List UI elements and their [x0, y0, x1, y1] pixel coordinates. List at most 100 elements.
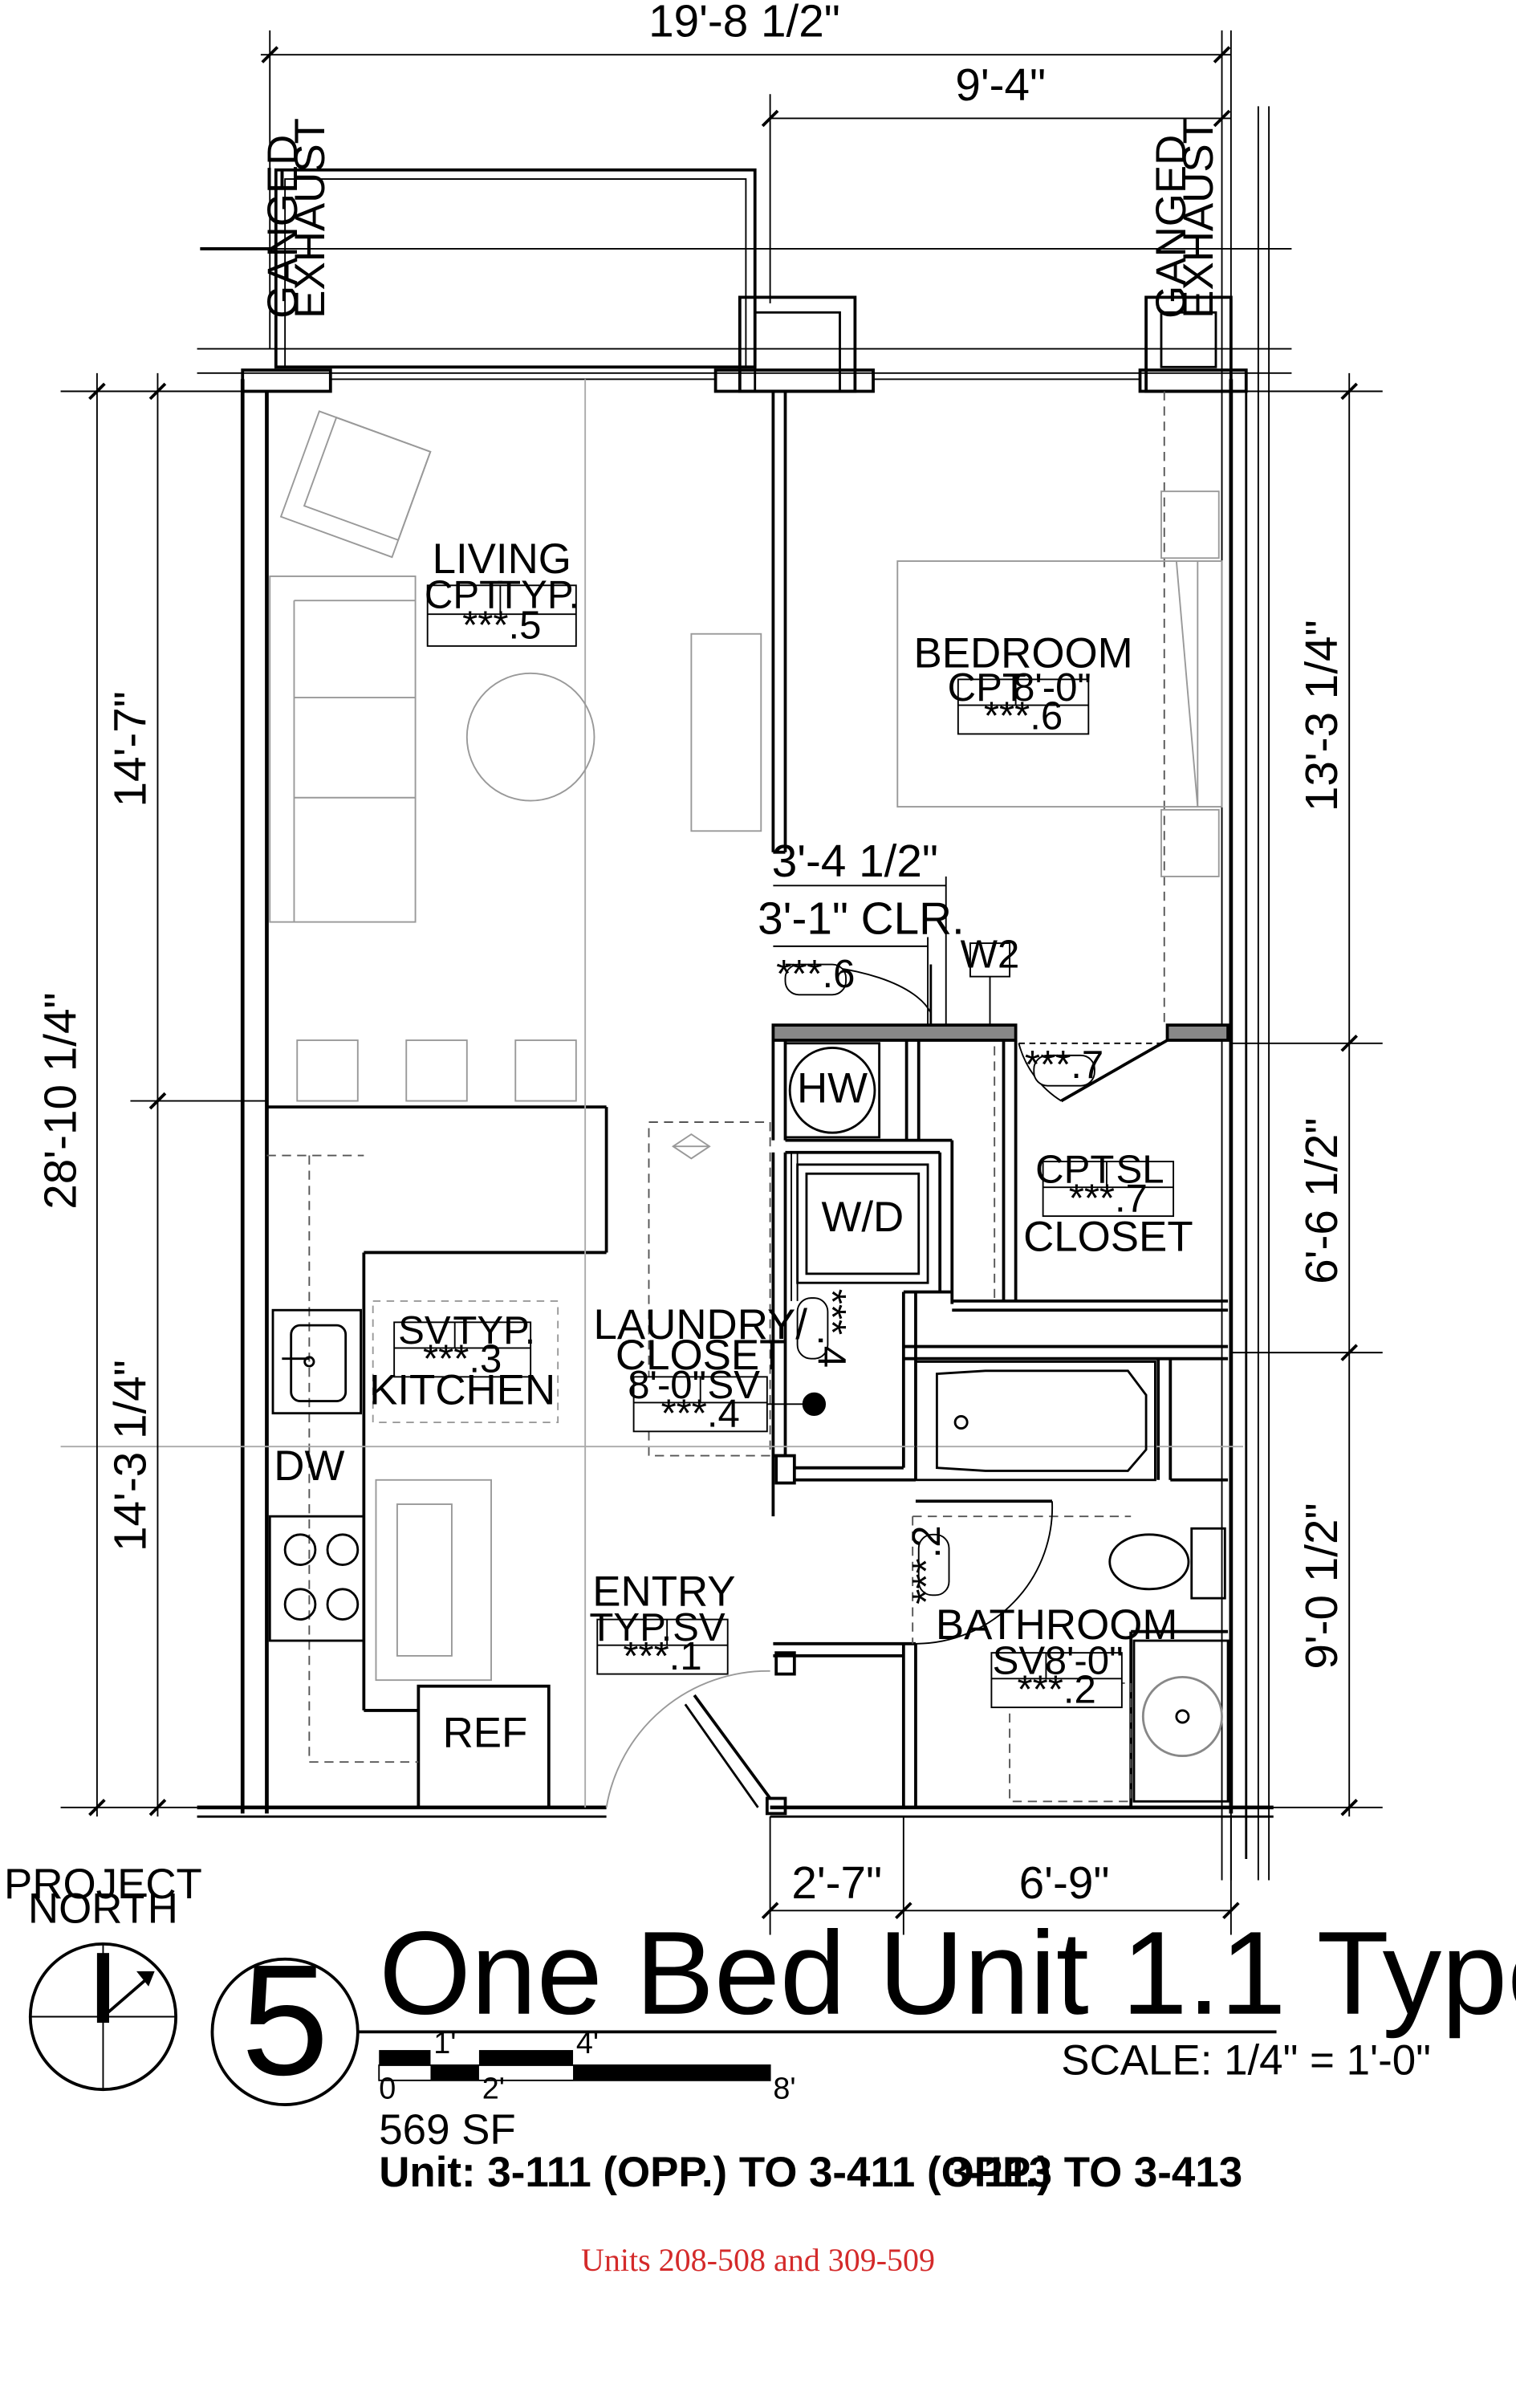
- room-tag-kitchen: SV TYP. ***.3 KITCHEN: [369, 1309, 555, 1414]
- lavatory-counter: [1132, 1639, 1229, 1803]
- svg-text:SV: SV: [673, 1606, 725, 1649]
- window-tag: W2: [961, 933, 1020, 976]
- water-heater-box: [784, 1042, 881, 1139]
- svg-text:TYP.: TYP.: [589, 1606, 672, 1649]
- dw-label: DW: [274, 1442, 344, 1490]
- svg-text:4': 4': [576, 2027, 599, 2060]
- svg-text:BEDROOM: BEDROOM: [913, 629, 1132, 677]
- svg-text:***.7: ***.7: [1069, 1177, 1148, 1220]
- interior-walls: [266, 391, 1229, 1816]
- svg-text:BATHROOM: BATHROOM: [936, 1601, 1178, 1649]
- svg-text:SL: SL: [1116, 1149, 1164, 1192]
- svg-text:TYP.: TYP.: [497, 574, 579, 617]
- svg-text:ENTRY: ENTRY: [592, 1568, 735, 1616]
- nightstand: [1160, 808, 1220, 877]
- room-tag-laundry: LAUNDRY/ CLOSET 8'-0" SV ***.4: [594, 1301, 808, 1436]
- svg-text:GANGED: GANGED: [1148, 135, 1195, 319]
- wd-label: W/D: [821, 1194, 904, 1241]
- bed: [896, 560, 1223, 808]
- dim-total-width: 19'-8 1/2": [648, 0, 840, 47]
- dim-left-total: 28'-10 1/4": [35, 992, 86, 1209]
- unit-range-2: 3-113 TO 3-413: [946, 2149, 1242, 2196]
- room-tag-closet: CPT SL ***.7 CLOSET: [1023, 1149, 1193, 1261]
- svg-text:***.6: ***.6: [776, 953, 855, 996]
- units-note: Units 208-508 and 309-509: [580, 2242, 936, 2278]
- drawing-title: One Bed Unit 1.1 Type 1 Plan: [379, 1908, 1516, 2040]
- svg-text:EXHAUST: EXHAUST: [287, 118, 334, 319]
- door-tag-closet: ***.7: [1025, 1043, 1103, 1087]
- bathtub: [914, 1361, 1156, 1482]
- svg-text:CPT: CPT: [1035, 1149, 1114, 1192]
- dim-left-upper: 14'-7": [105, 691, 156, 807]
- coffee-table: [465, 672, 595, 802]
- svg-text:***.7: ***.7: [1025, 1043, 1103, 1087]
- svg-text:EXHAUST: EXHAUST: [1175, 118, 1222, 319]
- dim-bottom-bath: 6'-9": [1019, 1858, 1110, 1909]
- scale-text: SCALE: 1/4" = 1'-0": [1061, 2036, 1431, 2084]
- unit-range-1: Unit: 3-111 (OPP.) TO 3-411 (OPP.): [379, 2149, 1051, 2196]
- tv-console: [690, 633, 762, 832]
- scale-bar: 0 1' 2' 4' 8': [378, 2027, 796, 2106]
- svg-text:***.3: ***.3: [423, 1338, 502, 1381]
- room-tag-bathroom: BATHROOM SV 8'-0" ***.2: [936, 1601, 1178, 1711]
- dining-table: [375, 1479, 492, 1682]
- toilet-bowl: [1108, 1533, 1190, 1591]
- floor-drain: [802, 1392, 827, 1416]
- toilet-tank: [1190, 1527, 1226, 1600]
- room-tag-entry: ENTRY TYP. SV ***.1: [589, 1568, 735, 1678]
- dim-right-closet: 6'-6 1/2": [1297, 1118, 1347, 1284]
- svg-text:8'-0": 8'-0": [628, 1364, 706, 1407]
- kitchen-island-overhead: [372, 1300, 559, 1423]
- svg-text:CPT: CPT: [425, 574, 503, 617]
- cooktop: [268, 1515, 365, 1642]
- ref-label: REF: [443, 1709, 528, 1756]
- dim-right-bath: 9'-0 1/2": [1297, 1503, 1347, 1669]
- door-opening-dims: [773, 876, 947, 1026]
- dim-left-lower: 14'-3 1/4": [105, 1360, 156, 1552]
- stool: [514, 1039, 577, 1102]
- door-tag-bath: ***.2: [905, 1525, 950, 1605]
- dim-door-opening: 3'-4 1/2": [772, 836, 938, 887]
- svg-text:***.5: ***.5: [462, 604, 541, 647]
- bottom-dimensions: [761, 1816, 1240, 1935]
- svg-text:***.1: ***.1: [623, 1635, 701, 1678]
- svg-text:5: 5: [242, 1931, 329, 2108]
- svg-text:KITCHEN: KITCHEN: [369, 1366, 555, 1413]
- window-tag-box: [969, 942, 1011, 978]
- room-tag-living: LIVING CPT TYP. ***.5: [425, 535, 579, 647]
- dim-bedroom-width: 9'-4": [955, 60, 1046, 111]
- svg-text:SV: SV: [398, 1309, 451, 1352]
- svg-text:GANGED: GANGED: [259, 135, 307, 319]
- svg-text:PROJECT: PROJECT: [4, 1861, 202, 1908]
- svg-text:***.4: ***.4: [661, 1393, 740, 1436]
- svg-text:***.2: ***.2: [1017, 1668, 1095, 1711]
- svg-text:TYP.: TYP.: [453, 1309, 535, 1352]
- svg-text:***.4: ***.4: [810, 1289, 853, 1368]
- room-tag-bedroom: BEDROOM CPT 8'-0" ***.6: [913, 629, 1132, 738]
- svg-text:8'-0": 8'-0": [1013, 666, 1091, 710]
- nightstand: [1160, 490, 1220, 559]
- svg-text:CPT: CPT: [948, 666, 1026, 710]
- dim-door-clear: 3'-1" CLR.: [758, 894, 965, 945]
- svg-text:SV: SV: [708, 1364, 761, 1407]
- door-tag-bedroom: ***.6: [776, 953, 855, 996]
- svg-text:LIVING: LIVING: [433, 535, 571, 583]
- chase-boxes: [241, 295, 1248, 393]
- ganged-exhaust-left: GANGED EXHAUST: [259, 118, 334, 319]
- dim-right-bedroom: 13'-3 1/4": [1297, 620, 1347, 811]
- svg-text:8'-0": 8'-0": [1045, 1640, 1124, 1683]
- svg-text:***.6: ***.6: [984, 695, 1063, 738]
- drawing-number-bubble: 5: [210, 1931, 360, 2108]
- entry-door-swing: [605, 1670, 770, 1808]
- svg-text:1': 1': [433, 2027, 456, 2060]
- svg-text:2': 2': [482, 2072, 505, 2106]
- dim-bottom-entry: 2'-7": [791, 1858, 882, 1909]
- kitchen-sink: [271, 1308, 362, 1415]
- furniture: [269, 410, 1223, 1682]
- water-heater: [788, 1047, 876, 1134]
- door-tag-laundry: ***.4: [796, 1289, 853, 1368]
- svg-text:SV: SV: [993, 1640, 1046, 1683]
- ganged-exhaust-right: GANGED EXHAUST: [1148, 118, 1222, 319]
- left-dimensions: [60, 372, 267, 1817]
